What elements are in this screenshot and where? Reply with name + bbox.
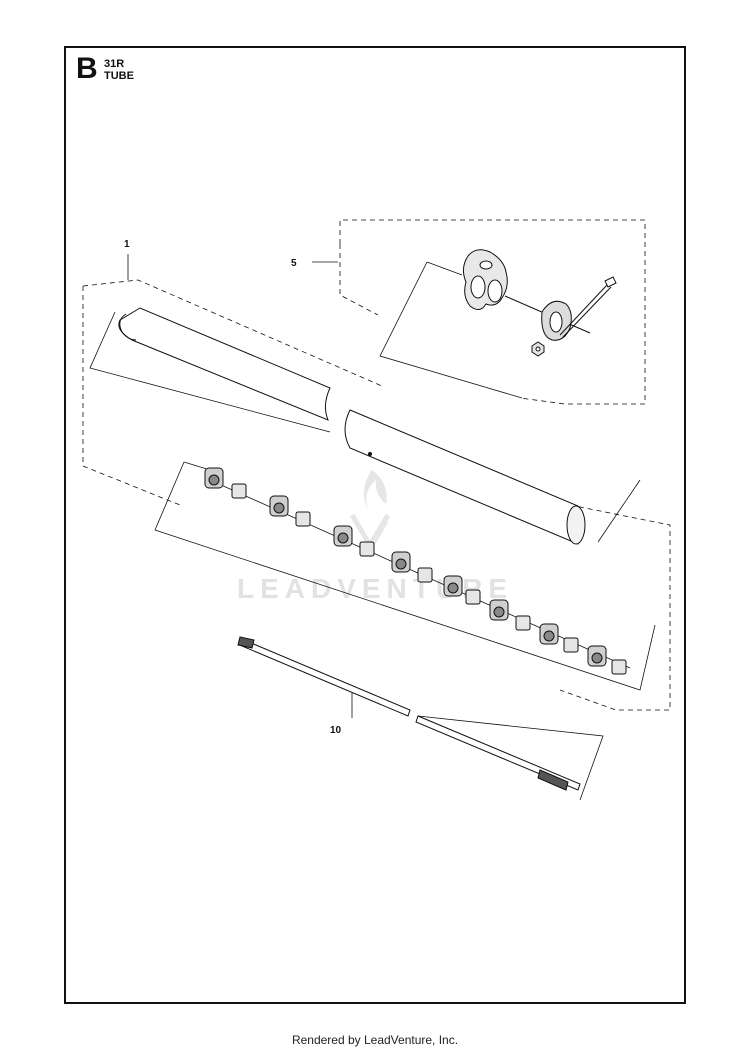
tube-upper-panel [89, 311, 331, 433]
bushing-large-3 [333, 525, 353, 547]
collar-ring [541, 300, 572, 341]
bushing-small-7 [563, 637, 579, 653]
section-letter: B [76, 52, 98, 85]
bushing-large-2 [269, 495, 289, 517]
model-number: 31R [104, 58, 125, 70]
watermark-flame-icon [363, 470, 387, 510]
bushing-large-6 [489, 599, 509, 621]
group-1-box [82, 279, 671, 711]
callout-5: 5 [291, 258, 297, 269]
drive-shaft-lower [415, 715, 581, 791]
drive-shaft-upper [237, 636, 411, 717]
bushing-small-5 [465, 589, 481, 605]
callout-1: 1 [124, 239, 130, 250]
bushing-small-3 [359, 541, 375, 557]
bushing-small-6 [515, 615, 531, 631]
bolt [559, 276, 617, 338]
bushing-large-4 [391, 551, 411, 573]
footer-credit: Rendered by LeadVenture, Inc. [291, 1033, 459, 1047]
bushing-small-8 [611, 659, 627, 675]
bushing-small-2 [295, 511, 311, 527]
bushing-chain [204, 467, 631, 675]
watermark-v-icon [349, 513, 391, 550]
bushing-panel [154, 461, 656, 691]
bushing-small-4 [417, 567, 433, 583]
nut [531, 341, 545, 357]
group-5-box [339, 219, 646, 405]
group-5-panel-edge [426, 261, 463, 276]
drive-shaft-panel [417, 715, 604, 801]
clamp-part [462, 249, 591, 334]
callout-10: 10 [330, 725, 342, 736]
bushing-small-1 [231, 483, 247, 499]
tube-lower [344, 409, 586, 545]
tube-lower-panel [597, 479, 641, 543]
group-5-panel [379, 261, 523, 399]
diagram-frame [64, 46, 686, 1004]
bushing-large-1 [204, 467, 224, 489]
bushing-large-8 [587, 645, 607, 667]
bushing-panel-edge [183, 461, 211, 471]
bushing-large-7 [539, 623, 559, 645]
tube-upper [118, 307, 331, 421]
diagram-title: TUBE [104, 70, 134, 82]
bushing-large-5 [443, 575, 463, 597]
